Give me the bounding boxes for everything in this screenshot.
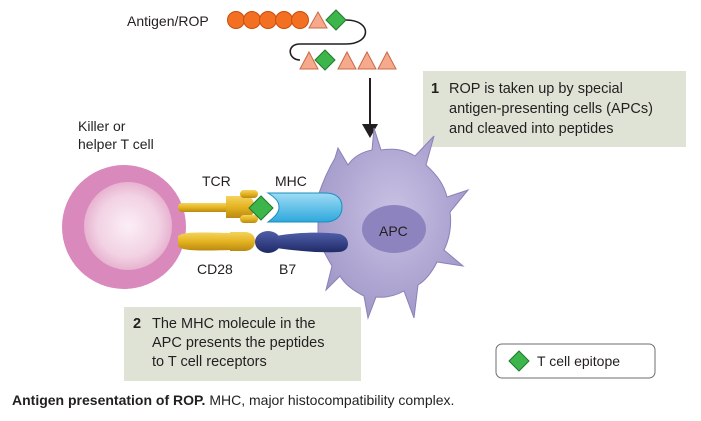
step-1-background (423, 71, 686, 147)
step-1-box: 1 ROP is taken up by special antigen-pre… (423, 71, 686, 147)
caption-text: MHC, major histocompatibility complex. (205, 392, 455, 408)
epitope-diamond-icon (325, 9, 347, 31)
t-cell-label-line-2: helper T cell (78, 136, 154, 152)
antigen-linker (289, 19, 367, 61)
figure-caption: Antigen presentation of ROP. MHC, major … (12, 392, 454, 408)
step-1-number: 1 (431, 81, 439, 97)
antigen-triangle (308, 10, 328, 29)
step-2-line-2: APC presents the peptides (152, 335, 325, 351)
t-cell (62, 165, 186, 289)
apc-label: APC (379, 223, 408, 239)
presented-epitope-diamond-icon (248, 195, 274, 221)
b7-molecule (255, 231, 348, 253)
antigen-bead (259, 11, 277, 29)
antigen-triangle (337, 50, 357, 70)
cd28-label: CD28 (197, 261, 233, 277)
step-2-number: 2 (133, 316, 141, 332)
epitope-diamond-icon (314, 49, 336, 71)
cd28-receptor (178, 232, 255, 251)
antigen-triangle (377, 50, 397, 70)
t-cell-label-line-1: Killer or (78, 118, 126, 134)
antigen-bead (243, 11, 261, 29)
antigen-bead (227, 11, 245, 29)
b7-label: B7 (279, 261, 296, 277)
legend: T cell epitope (495, 343, 656, 379)
legend-frame (495, 343, 656, 379)
step-1-line-1: ROP is taken up by special (449, 81, 623, 97)
tcr-label: TCR (202, 173, 231, 189)
antigen-triangle (357, 50, 377, 70)
apc-cell (317, 127, 470, 320)
step-2-box: 2 The MHC molecule in the APC presents t… (124, 307, 361, 381)
step-2-background (124, 307, 361, 381)
antigen-label: Antigen/ROP (127, 13, 209, 29)
t-cell-nucleus (84, 182, 172, 270)
mhc-molecule (266, 192, 343, 223)
antigen-triangle (299, 50, 319, 70)
down-arrow-icon (362, 78, 378, 138)
antigen-bead (275, 11, 293, 29)
legend-label: T cell epitope (537, 353, 620, 369)
step-1-line-2: antigen-presenting cells (APCs) (449, 101, 653, 117)
green-diamond-icon (508, 350, 530, 372)
antigen-chain (227, 9, 397, 71)
step-1-line-3: and cleaved into peptides (449, 121, 613, 137)
step-2-line-1: The MHC molecule in the (152, 316, 316, 332)
tcr-receptor (178, 190, 258, 223)
apc-nucleus (362, 205, 426, 253)
caption-title: Antigen presentation of ROP. (12, 392, 206, 408)
antigen-bead (291, 11, 309, 29)
step-2-line-3: to T cell receptors (152, 354, 267, 370)
mhc-label: MHC (275, 173, 307, 189)
